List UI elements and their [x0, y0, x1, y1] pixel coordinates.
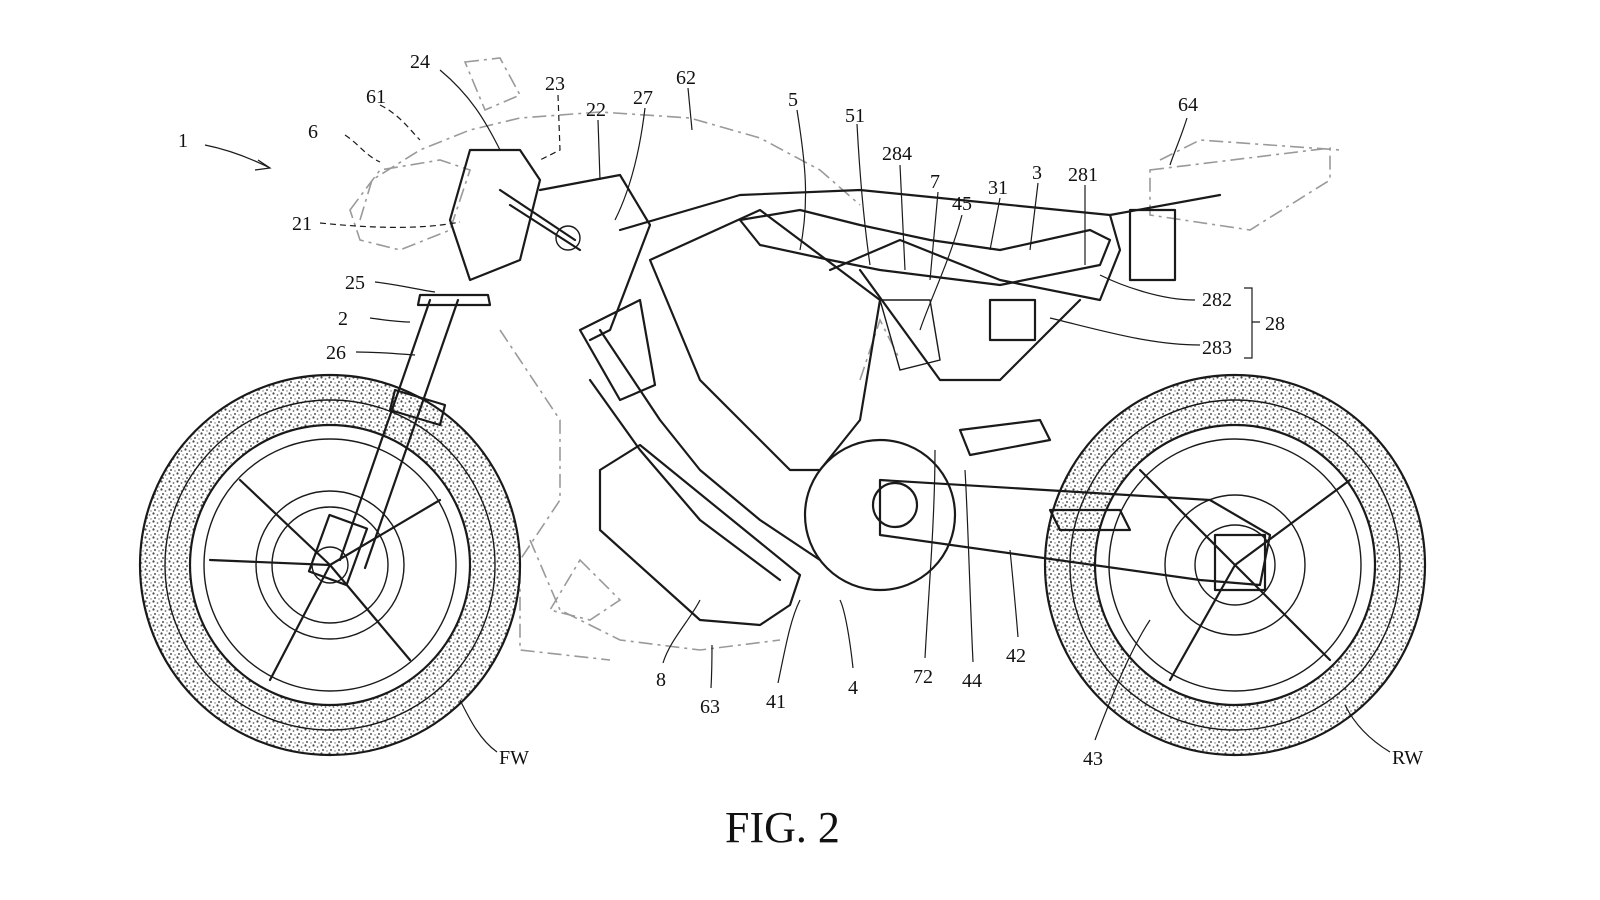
- label-7: 7: [930, 171, 940, 193]
- label-1: 1: [178, 130, 188, 152]
- label-282: 282: [1202, 289, 1232, 311]
- label-28: 28: [1265, 313, 1285, 335]
- battery-pack: [648, 208, 882, 472]
- label-6: 6: [308, 121, 318, 143]
- label-44: 44: [962, 670, 982, 692]
- label-45: 45: [952, 193, 972, 215]
- reference-labels: 1 24 23 61 62 22 27 6 21 25 2 26 5 51 28…: [178, 51, 1423, 770]
- label-42: 42: [1006, 645, 1026, 667]
- label-23: 23: [545, 73, 565, 95]
- figure-title: FIG. 2: [725, 803, 840, 852]
- bodywork-outline: [349, 57, 1341, 661]
- front-wheel: [138, 373, 522, 757]
- label-281: 281: [1068, 164, 1098, 186]
- label-3: 3: [1032, 162, 1042, 184]
- main-frame: [538, 173, 1222, 582]
- label-63: 63: [700, 696, 720, 718]
- controller-unit: [598, 443, 802, 627]
- label-51: 51: [845, 105, 865, 127]
- label-27: 27: [633, 87, 653, 109]
- front-fork: [307, 148, 582, 587]
- label-8: 8: [656, 669, 666, 691]
- label-5: 5: [788, 89, 798, 111]
- label-21: 21: [292, 213, 312, 235]
- seat: [738, 208, 1112, 287]
- label-31: 31: [988, 177, 1008, 199]
- label-24: 24: [410, 51, 430, 73]
- label-2: 2: [338, 308, 348, 330]
- label-22: 22: [586, 99, 606, 121]
- label-25: 25: [345, 272, 365, 294]
- label-283: 283: [1202, 337, 1232, 359]
- label-284: 284: [882, 143, 912, 165]
- label-64: 64: [1178, 94, 1198, 116]
- label-26: 26: [326, 342, 346, 364]
- rear-electronics: [879, 208, 1177, 371]
- leader-lines: [204, 69, 1391, 753]
- label-41: 41: [766, 691, 786, 713]
- label-4: 4: [848, 677, 858, 699]
- label-rw: RW: [1392, 747, 1423, 769]
- label-62: 62: [676, 67, 696, 89]
- label-61: 61: [366, 86, 386, 108]
- motor-and-swingarm: [803, 418, 1272, 592]
- rear-wheel: [1043, 373, 1427, 757]
- label-43: 43: [1083, 748, 1103, 770]
- label-fw: FW: [499, 747, 529, 769]
- label-72: 72: [913, 666, 933, 688]
